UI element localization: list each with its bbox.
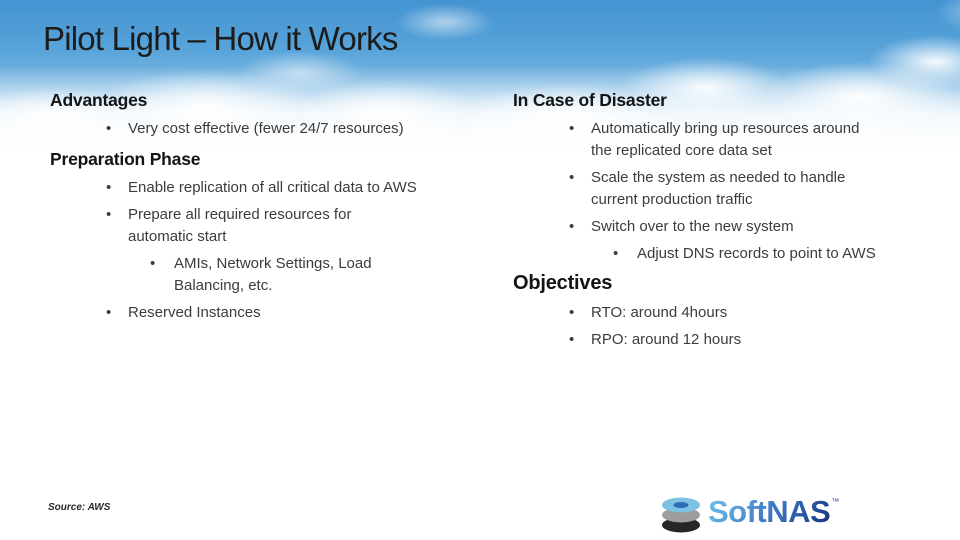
- bullet-item: Switch over to the new system: [513, 216, 953, 238]
- section-heading-in-case-of-disaster: In Case of Disaster: [513, 90, 667, 110]
- logo-text: SoftNAS: [708, 494, 831, 529]
- section-heading-objectives: Objectives: [513, 272, 613, 294]
- bullet-text: RTO: around 4hours: [591, 304, 728, 321]
- bullet-text: Reserved Instances: [128, 304, 261, 321]
- trademark-symbol: ™: [831, 497, 840, 506]
- bullet-item: Reserved Instances: [50, 302, 498, 324]
- section-heading-preparation-phase: Preparation Phase: [50, 149, 201, 169]
- bullet-text: AMIs, Network Settings, Load Balancing, …: [174, 255, 372, 294]
- disk-stack-icon: [662, 497, 700, 533]
- bullet-item: RPO: around 12 hours: [513, 329, 953, 351]
- bullet-item: Scale the system as needed to handle cur…: [513, 167, 953, 211]
- source-note: Source: AWS: [48, 502, 111, 513]
- bullet-item: RTO: around 4hours: [513, 302, 953, 324]
- bullet-text: Switch over to the new system: [591, 218, 794, 235]
- bullet-item: Prepare all required resources for autom…: [50, 204, 498, 248]
- bullet-text: Automatically bring up resources around …: [591, 120, 860, 159]
- bullet-text: Very cost effective (fewer 24/7 resource…: [128, 120, 404, 137]
- sub-bullet-item: Adjust DNS records to point to AWS: [513, 243, 953, 265]
- bullet-text: Adjust DNS records to point to AWS: [637, 245, 876, 262]
- bullet-item: Very cost effective (fewer 24/7 resource…: [50, 118, 498, 140]
- sky-background: [0, 0, 960, 158]
- softnas-logo: SoftNAS ™: [660, 494, 839, 534]
- bullet-text: Prepare all required resources for autom…: [128, 206, 352, 245]
- left-column: Advantages Very cost effective (fewer 24…: [50, 88, 498, 329]
- bullet-text: Enable replication of all critical data …: [128, 179, 417, 196]
- bullet-item: Automatically bring up resources around …: [513, 118, 953, 162]
- sub-bullet-item: AMIs, Network Settings, Load Balancing, …: [50, 253, 498, 297]
- bullet-item: Enable replication of all critical data …: [50, 177, 498, 199]
- bullet-text: RPO: around 12 hours: [591, 331, 742, 348]
- right-column: In Case of Disaster Automatically bring …: [513, 88, 953, 356]
- bullet-text: Scale the system as needed to handle cur…: [591, 169, 846, 208]
- slide-title: Pilot Light – How it Works: [43, 20, 398, 57]
- section-heading-advantages: Advantages: [50, 90, 148, 110]
